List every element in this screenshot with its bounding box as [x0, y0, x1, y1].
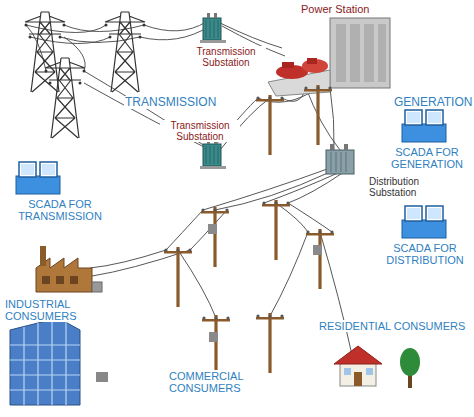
text-label: Transmission Substation: [186, 46, 266, 68]
text-label: TRANSMISSION: [124, 96, 224, 109]
text-label: Power Station: [300, 3, 390, 15]
text-label: RESIDENTIAL CONSUMERS: [318, 320, 466, 332]
text-label: INDUSTRIAL CONSUMERS: [4, 298, 84, 322]
text-label: SCADA FOR TRANSMISSION: [12, 198, 108, 222]
text-label: Distribution Substation: [368, 176, 448, 198]
text-label: GENERATION: [393, 96, 471, 109]
text-label: SCADA FOR DISTRIBUTION: [380, 242, 470, 266]
text-label: COMMERCIAL CONSUMERS: [168, 370, 268, 394]
text-label: Transmission Substation: [160, 120, 240, 142]
text-label: SCADA FOR GENERATION: [384, 146, 470, 170]
